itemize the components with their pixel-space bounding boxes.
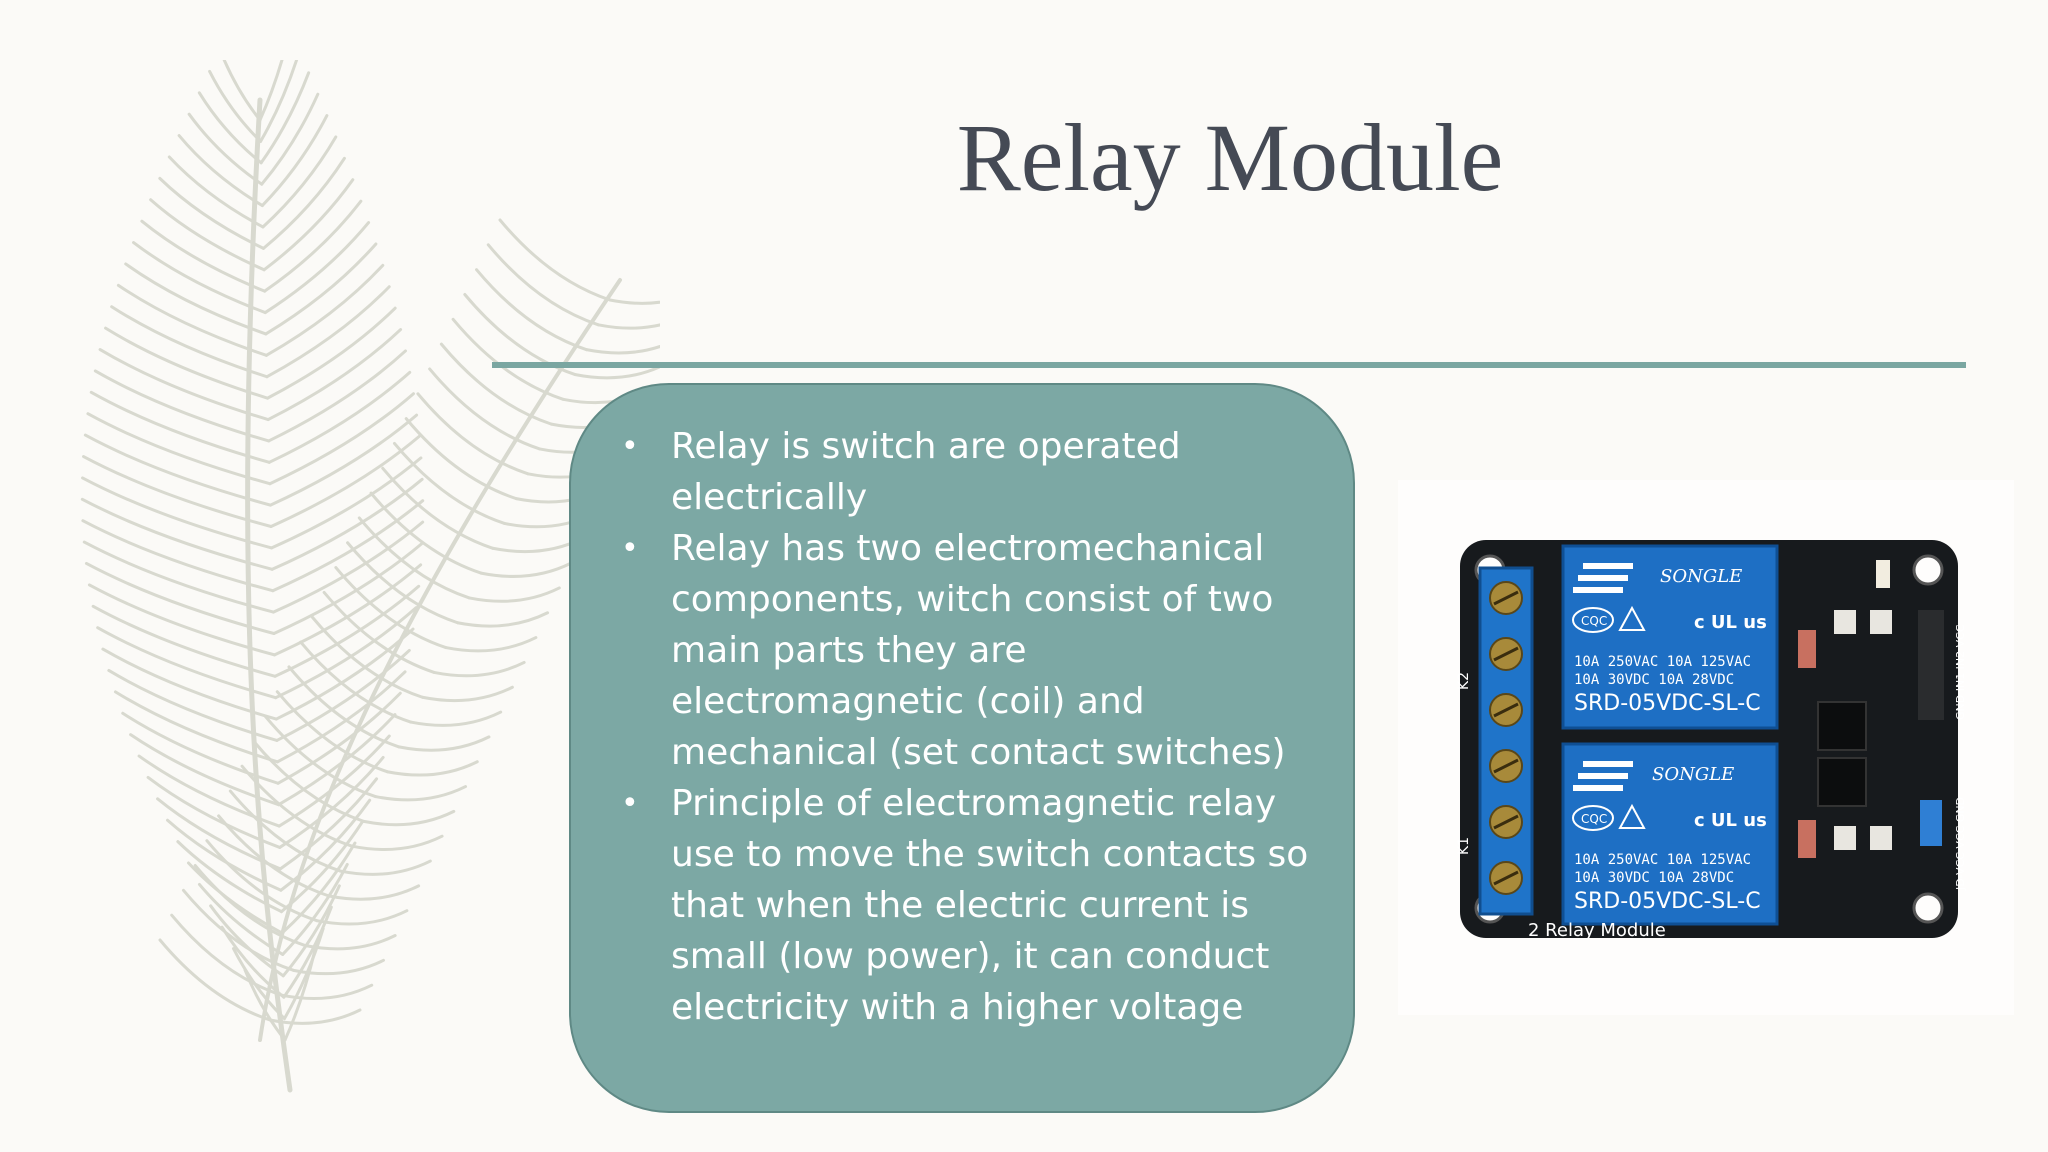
relay-2: SONGLE CQC c UL us 10A 250VAC 10A 125VAC…: [1561, 742, 1779, 926]
bullet-item: • Principle of electromagnetic relay use …: [621, 778, 1321, 1033]
label-k1: K1: [1456, 837, 1472, 855]
optocoupler-1: [1817, 701, 1867, 751]
relay-2-rating-2: 10A 30VDC 10A 28VDC: [1574, 870, 1734, 886]
content-box: • Relay is switch are operated electrical…: [569, 383, 1355, 1113]
relay-2-model: SRD-05VDC-SL-C: [1574, 889, 1761, 914]
relay-1-rating-2: 10A 30VDC 10A 28VDC: [1574, 672, 1734, 688]
module-bottom-label: 2 Relay Module: [1528, 920, 1666, 941]
relay-2-rating-1: 10A 250VAC 10A 125VAC: [1574, 852, 1751, 868]
bullet-text: Principle of electromagnetic relay use t…: [671, 783, 1309, 1028]
relay-1-cqc: CQC: [1581, 614, 1607, 628]
header-pins-label: GND IN1 IN2 VCC: [1954, 624, 1967, 720]
slide-title: Relay Module: [956, 104, 1504, 211]
relay-2-ul: c UL us: [1694, 810, 1767, 831]
relay-1-brand: SONGLE: [1660, 566, 1742, 587]
bullet-item: • Relay has two electromechanical compone…: [621, 523, 1321, 778]
bullet-marker: •: [621, 531, 639, 566]
feather-illustration: [80, 60, 660, 1093]
screw-terminal-block: [1478, 566, 1534, 916]
status-led: [1876, 560, 1890, 588]
relay-module-photo: K2 K1 SONGLE CQC c UL us 10A 250VAC 10A …: [1398, 480, 2014, 1015]
bullet-item: • Relay is switch are operated electrical…: [621, 421, 1321, 523]
title-divider: [492, 362, 1966, 368]
jumper: [1920, 800, 1942, 846]
diode-2: [1798, 820, 1816, 858]
bullet-text: Relay is switch are operated electricall…: [671, 426, 1181, 518]
diode-1: [1798, 630, 1816, 668]
bullet-marker: •: [621, 429, 639, 464]
pin-header: [1918, 610, 1944, 720]
relay-2-brand: SONGLE: [1652, 764, 1734, 785]
relay-2-cqc: CQC: [1581, 812, 1607, 826]
resistor: [1834, 826, 1856, 850]
relay-1-model: SRD-05VDC-SL-C: [1574, 691, 1761, 716]
bullet-list: • Relay is switch are operated electrical…: [621, 421, 1321, 1033]
relay-1-rating-1: 10A 250VAC 10A 125VAC: [1574, 654, 1751, 670]
bullet-text: Relay has two electromechanical componen…: [671, 528, 1286, 773]
label-k2: K2: [1456, 672, 1472, 690]
relay-1-ul: c UL us: [1694, 612, 1767, 633]
resistor: [1870, 826, 1892, 850]
optocoupler-2: [1817, 757, 1867, 807]
jumper-pins-label: JD-VCC VCC GND: [1954, 797, 1967, 891]
relay-1: SONGLE CQC c UL us 10A 250VAC 10A 125VAC…: [1561, 544, 1779, 730]
bullet-marker: •: [621, 786, 639, 821]
resistor: [1834, 610, 1856, 634]
resistor: [1870, 610, 1892, 634]
